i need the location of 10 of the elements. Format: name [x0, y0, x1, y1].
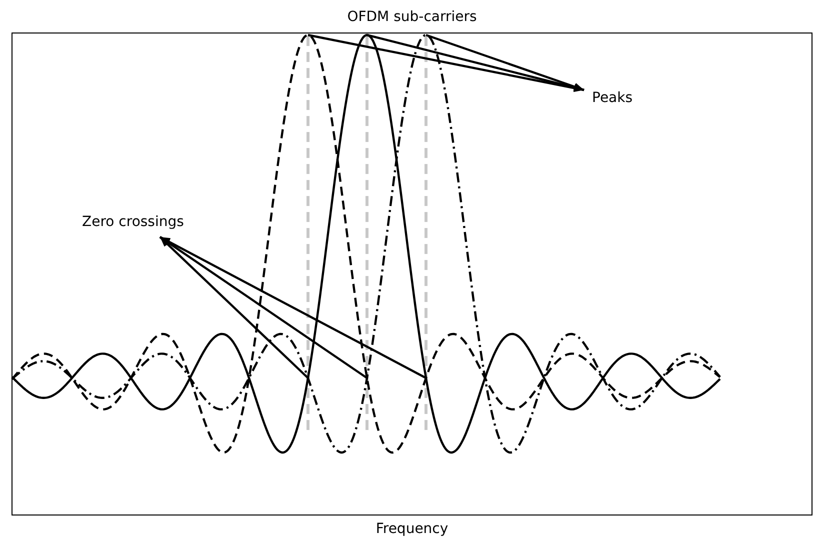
- leader-arrow: [426, 34, 584, 92]
- annotation-label: Peaks: [588, 88, 637, 108]
- axis-label: Frequency: [376, 520, 448, 538]
- leader-arrow: [366, 34, 584, 92]
- leader-arrow: [159, 236, 427, 379]
- leader-arrow: [308, 34, 584, 92]
- annotation-label: Zero crossings: [78, 212, 188, 232]
- chart-title: OFDM sub-carriers: [347, 8, 477, 26]
- leader-arrow: [159, 236, 309, 379]
- leader-arrow: [159, 236, 368, 379]
